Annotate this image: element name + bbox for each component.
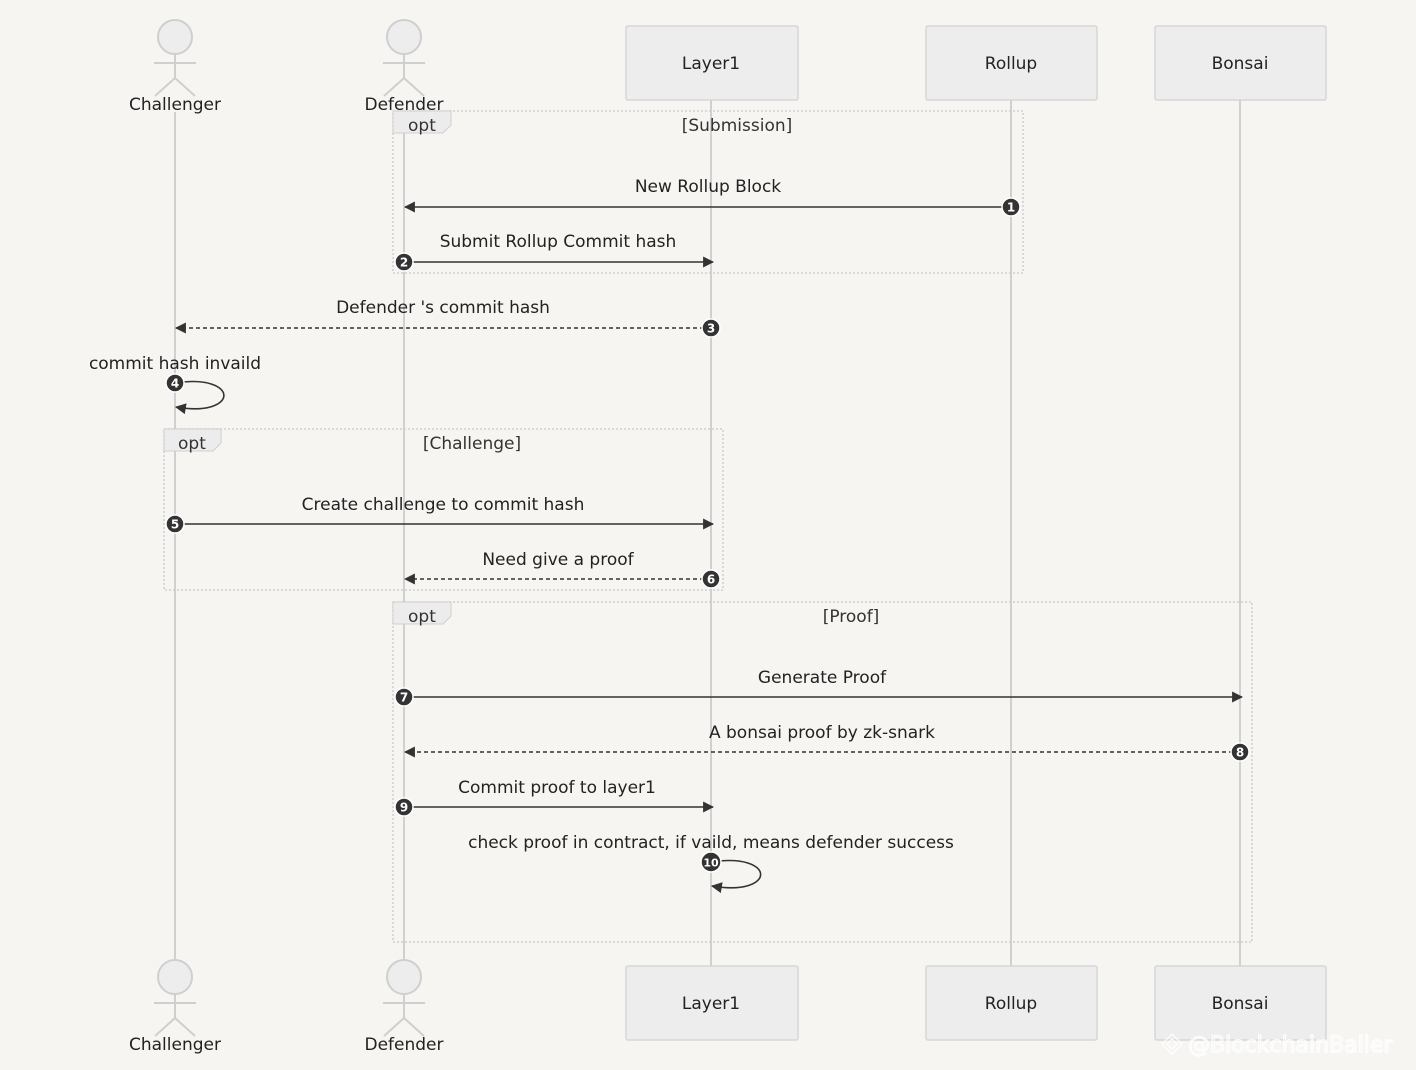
sequence-badge — [394, 687, 414, 707]
message-label: Create challenge to commit hash — [302, 495, 585, 515]
fragment-tab — [392, 601, 452, 625]
sequence-number: 5 — [171, 518, 179, 532]
fragment-challenge: opt [Challenge] — [163, 428, 724, 591]
message-arrow — [710, 859, 762, 894]
fragment-tab — [163, 428, 222, 452]
participant-label: Challenger — [129, 1035, 221, 1055]
box-rollup: Rollup — [925, 25, 1098, 101]
fragment-label: [Challenge] — [423, 434, 521, 454]
participant-label: Rollup — [985, 994, 1037, 1014]
sequence-badge — [1230, 742, 1250, 762]
participant-label: Rollup — [985, 54, 1037, 74]
participant-label: Defender — [364, 95, 443, 115]
message-3: Defender 's commit hash 3 — [174, 298, 721, 338]
sequence-badge — [394, 252, 414, 272]
actor-defender: Defender — [364, 19, 444, 115]
watermark: @BlockchainBaller — [1160, 1032, 1394, 1059]
actor-figure-icon — [154, 19, 196, 97]
participants-bottom: Challenger Defender Layer1 Rollup Bonsai — [129, 959, 1327, 1055]
message-label: Generate Proof — [758, 668, 887, 688]
message-label: Defender 's commit hash — [336, 298, 550, 318]
sequence-badge — [165, 514, 185, 534]
sequence-badge — [165, 373, 185, 393]
fragment-label: [Proof] — [823, 607, 880, 627]
fragment-submission: opt [Submission] — [392, 110, 1024, 274]
message-5: Create challenge to commit hash 5 — [165, 495, 715, 534]
participant-label: Bonsai — [1212, 994, 1269, 1014]
sequence-number: 6 — [707, 573, 715, 587]
actor-challenger: Challenger — [129, 959, 221, 1055]
sequence-number: 7 — [400, 691, 408, 705]
participant-label: Bonsai — [1212, 54, 1269, 74]
sequence-number: 9 — [400, 801, 408, 815]
sequence-badge — [394, 797, 414, 817]
fragment-keyword: opt — [408, 607, 436, 627]
sequence-badge — [700, 851, 722, 873]
fragment-keyword: opt — [408, 116, 436, 136]
fragment-border — [392, 601, 1253, 943]
message-label: commit hash invaild — [89, 354, 261, 374]
message-label: New Rollup Block — [635, 177, 781, 197]
participant-label: Defender — [364, 1035, 443, 1055]
actor-figure-icon — [383, 19, 425, 97]
message-6: Need give a proof 6 — [403, 550, 721, 589]
fragment-label: [Submission] — [682, 116, 793, 136]
box-bonsai: Bonsai — [1154, 25, 1327, 101]
actor-figure-icon — [154, 959, 196, 1037]
actor-challenger: Challenger — [129, 19, 221, 115]
participant-label: Layer1 — [682, 54, 740, 74]
participants-top: Challenger Defender Layer1 Rollup Bonsai — [129, 19, 1327, 115]
fragment-proof: opt [Proof] — [392, 601, 1253, 943]
sequence-badge — [701, 569, 721, 589]
message-arrow — [174, 380, 225, 415]
fragment-tab — [392, 110, 452, 134]
box-layer1: Layer1 — [625, 25, 799, 101]
actor-figure-icon — [383, 959, 425, 1037]
watermark-text: @BlockchainBaller — [1188, 1033, 1393, 1058]
message-7: Generate Proof 7 — [394, 668, 1244, 707]
box-rollup: Rollup — [925, 965, 1098, 1041]
box-bonsai: Bonsai — [1154, 965, 1327, 1041]
sequence-number: 10 — [703, 857, 719, 870]
message-2: Submit Rollup Commit hash 2 — [394, 232, 715, 272]
sequence-number: 1 — [1007, 201, 1015, 215]
message-9: Commit proof to layer1 9 — [394, 778, 715, 817]
fragment-keyword: opt — [178, 434, 206, 454]
message-label: Need give a proof — [482, 550, 634, 570]
participant-label: Layer1 — [682, 994, 740, 1014]
diamond-logo-icon — [1160, 1032, 1184, 1056]
message-label: Submit Rollup Commit hash — [440, 232, 677, 252]
sequence-number: 4 — [171, 377, 179, 391]
sequence-number: 3 — [707, 322, 715, 336]
message-8: A bonsai proof by zk-snark 8 — [403, 723, 1250, 762]
box-layer1: Layer1 — [625, 965, 799, 1041]
sequence-badge — [1001, 197, 1021, 217]
message-label: check proof in contract, if vaild, means… — [468, 833, 954, 853]
messages: New Rollup Block 1 Submit Rollup Commit … — [89, 177, 1250, 894]
sequence-number: 8 — [1236, 746, 1244, 760]
message-10: check proof in contract, if vaild, means… — [468, 833, 954, 894]
message-label: A bonsai proof by zk-snark — [709, 723, 935, 743]
message-label: Commit proof to layer1 — [458, 778, 656, 798]
message-1: New Rollup Block 1 — [403, 177, 1021, 217]
sequence-badge — [701, 318, 721, 338]
participant-label: Challenger — [129, 95, 221, 115]
actor-defender: Defender — [364, 959, 444, 1055]
sequence-number: 2 — [400, 256, 408, 270]
message-4: commit hash invaild 4 — [89, 354, 261, 415]
